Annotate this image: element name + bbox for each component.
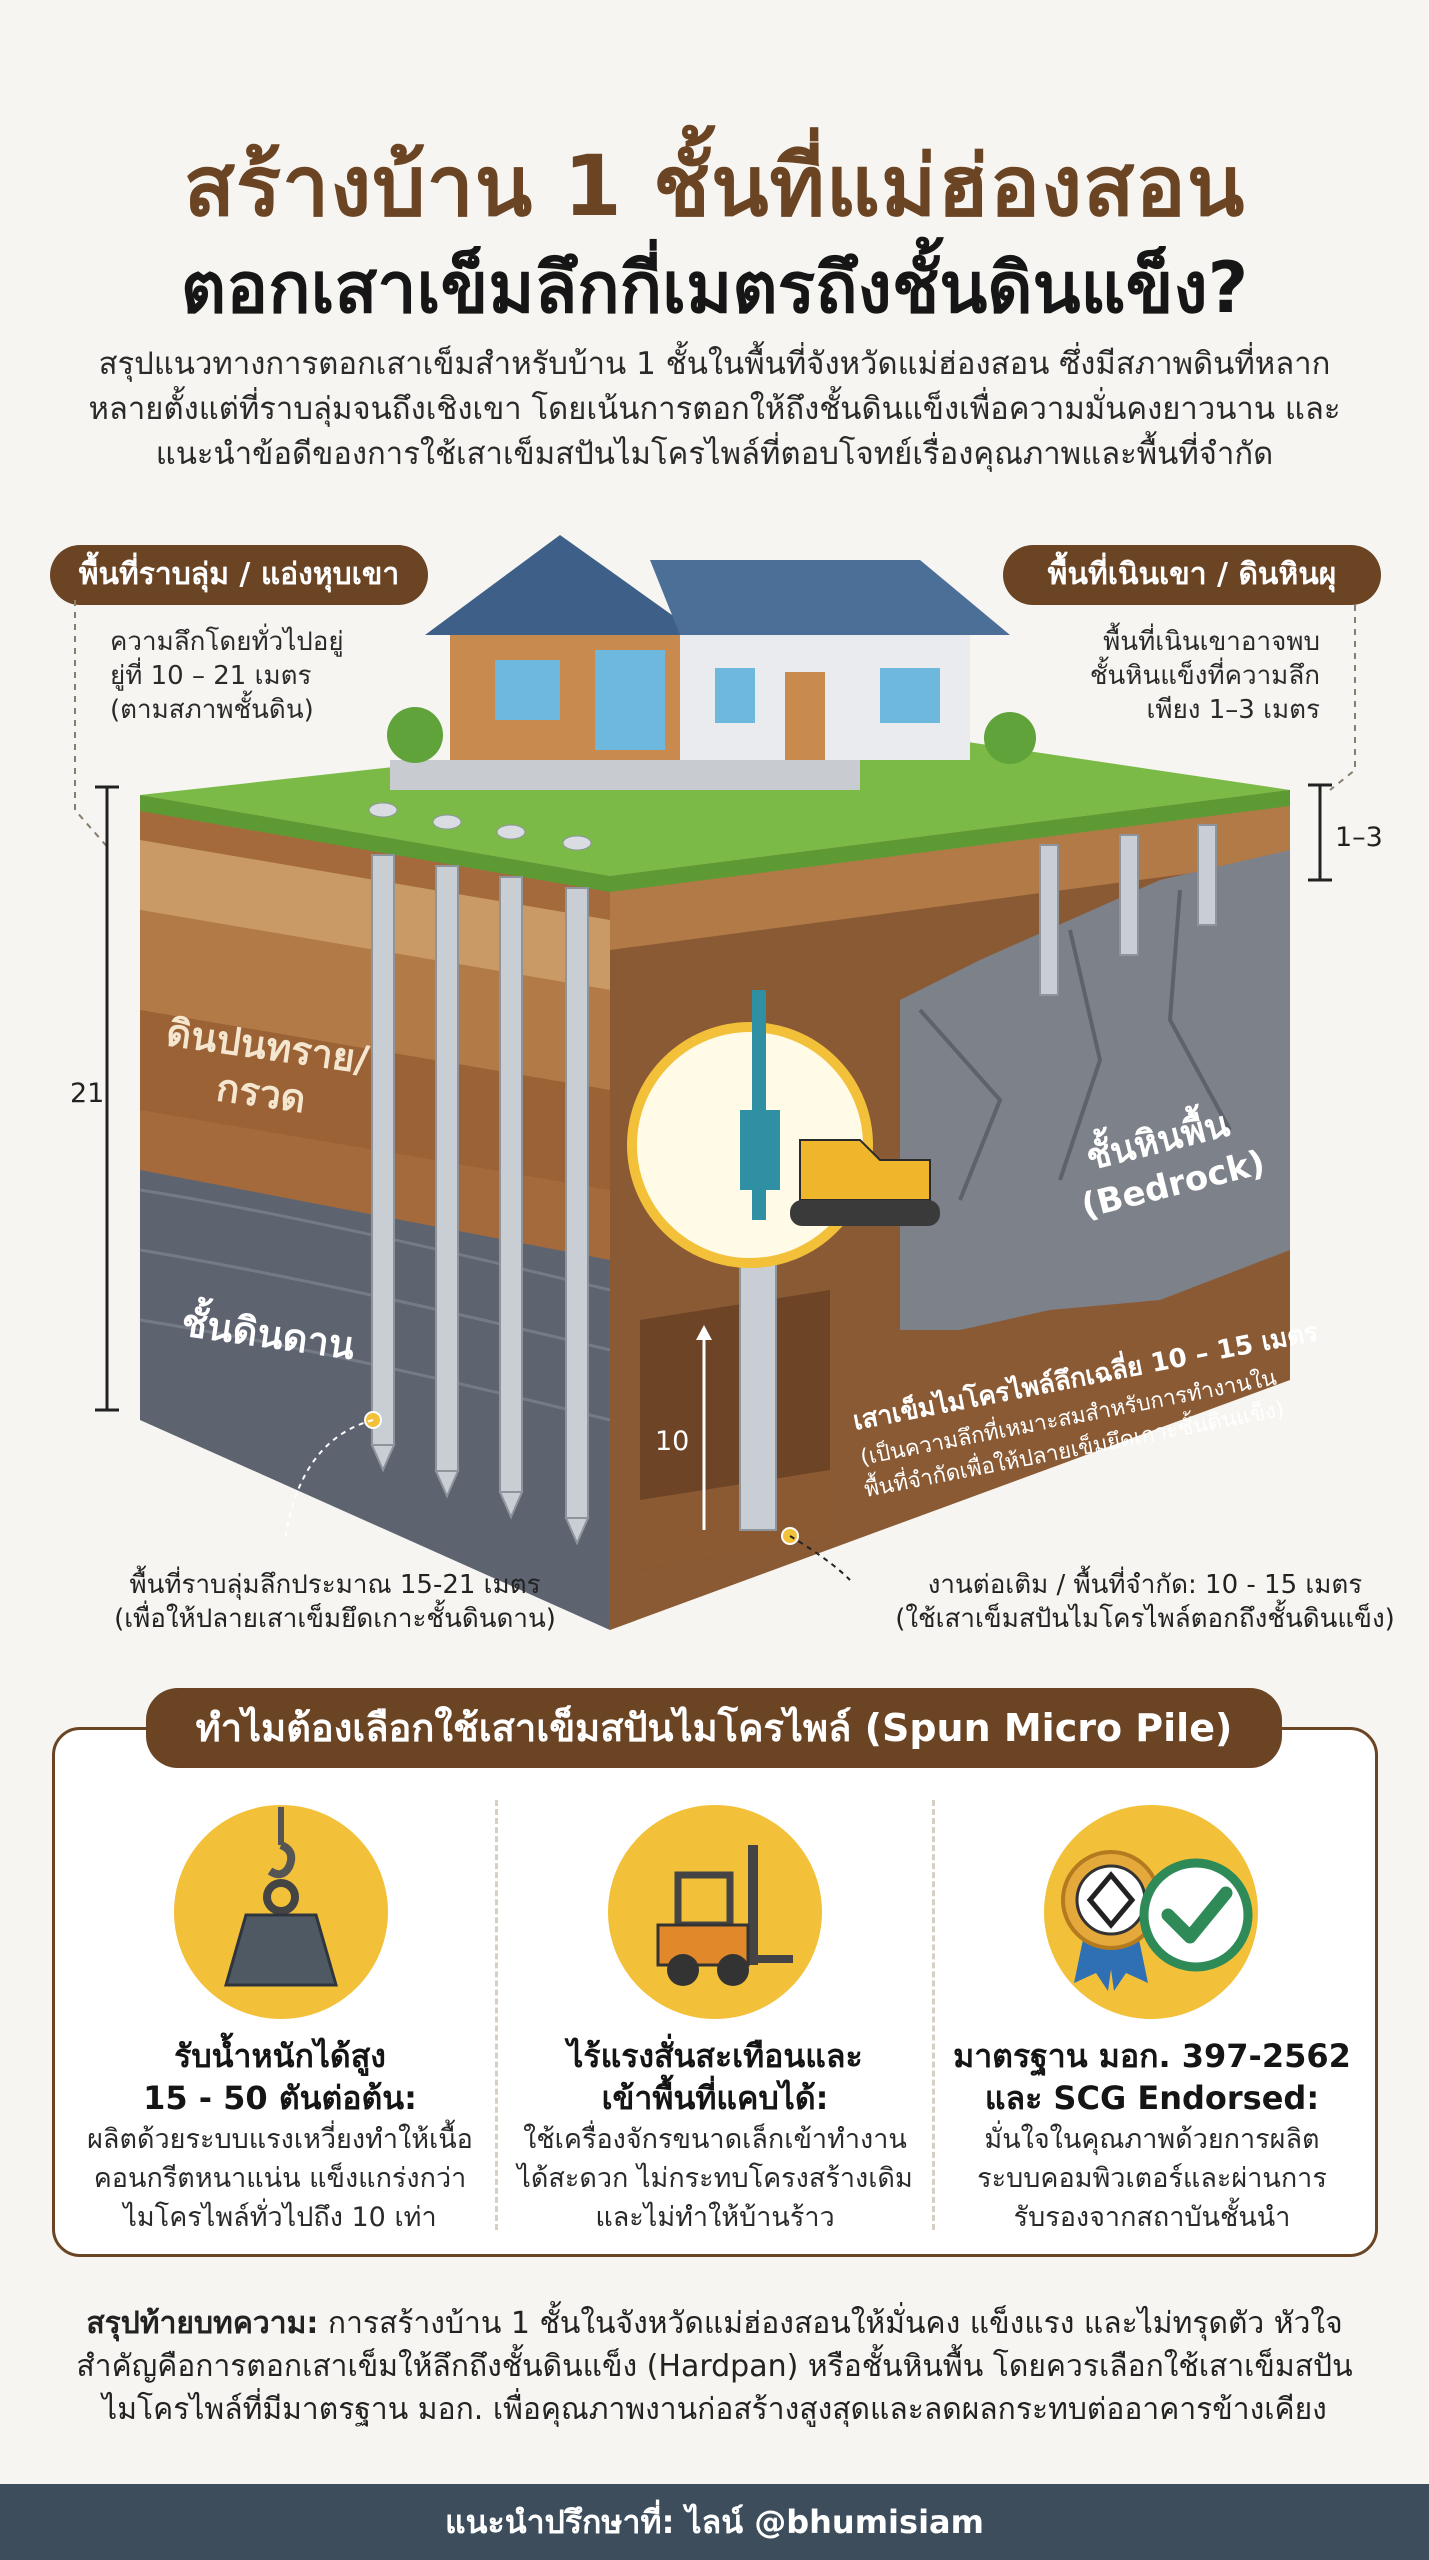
feature-heading-line: และ SCG Endorsed: xyxy=(984,2079,1320,2117)
feature-icon-circle xyxy=(608,1805,822,2019)
zone-label-lowland: พื้นที่ราบลุ่ม / แอ่งหุบเขา xyxy=(50,545,428,605)
weight-icon xyxy=(224,1807,338,1987)
column-divider xyxy=(495,1800,498,2230)
feature-body-line: ระบบคอมพิวเตอร์และผ่านการ xyxy=(977,2163,1327,2194)
note-line: ความลึกโดยทั่วไปอยู่ xyxy=(110,627,344,657)
feature-icon-circle xyxy=(174,1805,388,2019)
page-subtitle: ตอกเสาเข็มลึกกี่เมตรถึงชั้นดินแข็ง? xyxy=(180,247,1249,329)
lowland-depth-value: 21 xyxy=(70,1078,104,1109)
zone-label-hillside: พื้นที่เนินเขา / ดินหินผุ xyxy=(1003,545,1381,605)
feature-body: มั่นใจในคุณภาพด้วยการผลิต ระบบคอมพิวเตอร… xyxy=(942,2120,1362,2237)
summary-lead: สรุปท้ายบทความ: xyxy=(86,2306,319,2341)
lowland-caption: พื้นที่ราบลุ่มลึกประมาณ 15-21 เมตร (เพื่… xyxy=(85,1568,585,1636)
feature-body-line: คอนกรีตหนาแน่น แข็งแกร่งกว่า xyxy=(93,2163,467,2194)
certified-badge-icon xyxy=(1061,1850,1253,1991)
why-section-title: ทำไมต้องเลือกใช้เสาเข็มสปันไมโครไพล์ (Sp… xyxy=(146,1688,1282,1768)
feature-heading-line: เข้าพื้นที่แคบได้: xyxy=(601,2079,829,2117)
caption-line: (เพื่อให้ปลายเสาเข็มยึดเกาะชั้นดินดาน) xyxy=(114,1604,556,1634)
page-title: สร้างบ้าน 1 ชั้นที่แม่ฮ่องสอน xyxy=(183,137,1246,235)
lowland-depth-note: ความลึกโดยทั่วไปอยู่ ยู่ที่ 10 – 21 เมตร… xyxy=(110,625,410,727)
hillside-depth-note: พื้นที่เนินเขาอาจพบ ชั้นหินแข็งที่ความลึ… xyxy=(1020,625,1320,727)
feature-heading-line: 15 - 50 ตันต่อต้น: xyxy=(143,2079,417,2117)
feature-body-line: และไม่ทำให้บ้านร้าว xyxy=(595,2202,835,2233)
feature-body-line: ไมโครไพล์ทั่วไปถึง 10 เท่า xyxy=(123,2202,437,2233)
feature-heading-line: ไร้แรงสั่นสะเทือนและ xyxy=(567,2037,863,2075)
note-line: พื้นที่เนินเขาอาจพบ xyxy=(1103,627,1320,657)
feature-heading: ไร้แรงสั่นสะเทือนและ เข้าพื้นที่แคบได้: xyxy=(505,2035,925,2119)
limited-area-caption: งานต่อเติม / พื้นที่จำกัด: 10 - 15 เมตร … xyxy=(895,1568,1395,1636)
feature-heading-line: รับน้ำหนักได้สูง xyxy=(174,2037,386,2075)
summary-text: การสร้างบ้าน 1 ชั้นในจังหวัดแม่ฮ่องสอนให… xyxy=(76,2306,1353,2427)
footer-contact-bar: แนะนำปรึกษาที่: ไลน์ @bhumisiam xyxy=(0,2484,1429,2560)
note-line: ยู่ที่ 10 – 21 เมตร xyxy=(110,661,312,691)
soil-cross-section-illustration: 21 1–3 10 ดินปนทราย/ กรวด ชั้นดินดาน ชั้… xyxy=(70,535,1383,1630)
caption-line: พื้นที่ราบลุ่มลึกประมาณ 15-21 เมตร xyxy=(129,1570,541,1600)
caption-line: (ใช้เสาเข็มสปันไมโครไพล์ตอกถึงชั้นดินแข็… xyxy=(895,1604,1395,1634)
feature-body-line: ผลิตด้วยระบบแรงเหวี่ยงทำให้เนื้อ xyxy=(87,2124,473,2155)
feature-body-line: ใช้เครื่องจักรขนาดเล็กเข้าทำงาน xyxy=(523,2124,907,2155)
feature-body-line: ได้สะดวก ไม่กระทบโครงสร้างเดิม xyxy=(517,2163,913,2194)
caption-line: งานต่อเติม / พื้นที่จำกัด: 10 - 15 เมตร xyxy=(927,1570,1363,1600)
feature-heading: มาตรฐาน มอก. 397-2562 และ SCG Endorsed: xyxy=(942,2035,1362,2119)
intro-paragraph: สรุปแนวทางการตอกเสาเข็มสำหรับบ้าน 1 ชั้น… xyxy=(88,346,1341,472)
micro-pile-depth-value: 10 xyxy=(655,1426,689,1457)
footer-contact-text: แนะนำปรึกษาที่: ไลน์ @bhumisiam xyxy=(445,2503,984,2541)
feature-heading-line: มาตรฐาน มอก. 397-2562 xyxy=(953,2037,1351,2075)
summary-paragraph: สรุปท้ายบทความ: การสร้างบ้าน 1 ชั้นในจัง… xyxy=(70,2302,1359,2431)
feature-body-line: รับรองจากสถาบันชั้นนำ xyxy=(1013,2202,1291,2233)
note-line: เพียง 1–3 เมตร xyxy=(1146,695,1320,725)
feature-body: ใช้เครื่องจักรขนาดเล็กเข้าทำงาน ได้สะดวก… xyxy=(505,2120,925,2237)
hillside-depth-value: 1–3 xyxy=(1335,822,1383,853)
column-divider xyxy=(932,1800,935,2230)
feature-body-line: มั่นใจในคุณภาพด้วยการผลิต xyxy=(984,2124,1320,2155)
note-line: (ตามสภาพชั้นดิน) xyxy=(110,695,314,725)
forklift-icon xyxy=(656,1845,793,1986)
note-line: ชั้นหินแข็งที่ความลึก xyxy=(1089,661,1320,691)
feature-body: ผลิตด้วยระบบแรงเหวี่ยงทำให้เนื้อ คอนกรีต… xyxy=(70,2120,490,2237)
feature-heading: รับน้ำหนักได้สูง 15 - 50 ตันต่อต้น: xyxy=(70,2035,490,2119)
feature-icon-circle xyxy=(1044,1805,1258,2019)
